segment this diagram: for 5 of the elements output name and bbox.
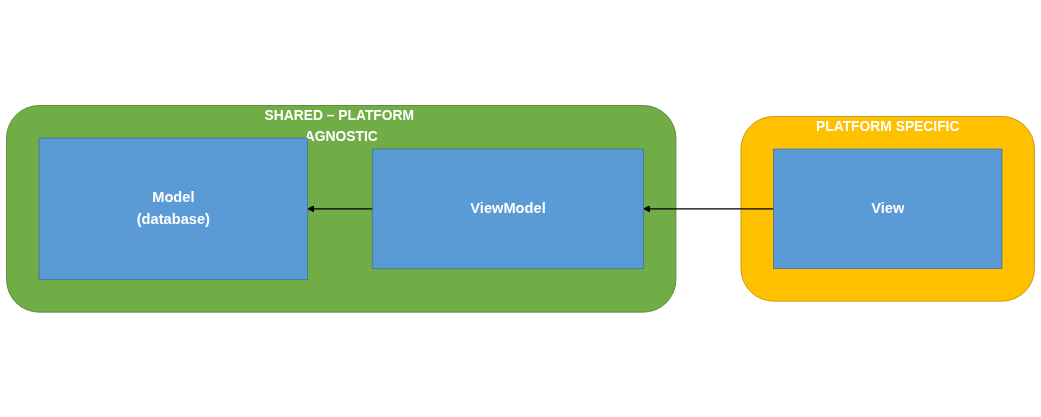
- node-box: ViewModel: [372, 148, 644, 269]
- node-box: Model (database): [38, 137, 308, 280]
- node-box: View: [773, 148, 1003, 269]
- arrow: [307, 204, 374, 213]
- arrow: [643, 204, 775, 213]
